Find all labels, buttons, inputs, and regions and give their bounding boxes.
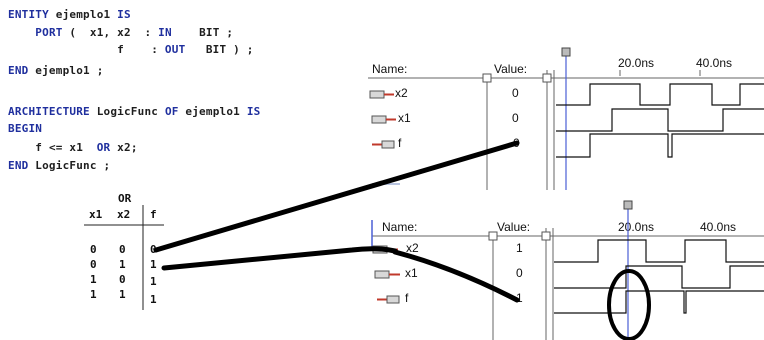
- waveform-x2: [554, 239, 764, 263]
- signal-value-x2: 1: [516, 241, 523, 255]
- code-line-end-arch: END LogicFunc ;: [8, 159, 111, 172]
- time-cursor[interactable]: [561, 47, 571, 190]
- code-line-assign: f <= x1 OR x2;: [35, 141, 138, 154]
- signal-name-x1[interactable]: x1: [405, 266, 418, 280]
- input-pin-icon: [374, 270, 400, 279]
- splitter-handle[interactable]: [542, 73, 552, 83]
- truth-table-header-f: f: [150, 208, 157, 221]
- time-label: 40.0ns: [696, 56, 733, 70]
- time-label: 20.0ns: [618, 220, 655, 234]
- tt-cell: 1: [119, 288, 126, 301]
- highlight-ellipse: [607, 269, 651, 340]
- tt-cell: 1: [150, 258, 157, 271]
- value-column-header: Value:: [497, 220, 531, 234]
- truth-table-header-x1: x1: [89, 208, 103, 221]
- tt-cell: 0: [90, 258, 97, 271]
- signal-value-x1: 0: [512, 111, 519, 125]
- waveform-x2: [556, 83, 764, 106]
- splitter-handle[interactable]: [482, 73, 492, 83]
- truth-table-header-x2: x2: [117, 208, 131, 221]
- tt-cell: 1: [90, 288, 97, 301]
- name-column-header: Name:: [372, 62, 408, 76]
- signal-value-x2: 0: [512, 86, 519, 100]
- output-pin-icon: [372, 140, 395, 149]
- splitter-handle[interactable]: [541, 231, 551, 241]
- input-pin-icon: [369, 90, 394, 99]
- waveform-x1: [554, 265, 764, 289]
- tt-cell: 0: [90, 243, 97, 256]
- name-column-header: Name:: [382, 220, 418, 234]
- time-label: 40.0ns: [700, 220, 737, 234]
- tt-cell: 1: [150, 275, 157, 288]
- splitter-handle[interactable]: [488, 231, 498, 241]
- input-pin-icon: [371, 115, 396, 124]
- signal-value-x1: 0: [516, 266, 523, 280]
- tt-cell: 1: [90, 273, 97, 286]
- tt-cell: 0: [150, 243, 157, 256]
- time-cursor[interactable]: [623, 200, 633, 340]
- tt-cell: 0: [119, 243, 126, 256]
- time-label: 20.0ns: [618, 56, 655, 70]
- signal-value-f: 1: [516, 291, 523, 305]
- code-line-port: PORT ( x1, x2 : IN BIT ;: [35, 26, 234, 39]
- tt-cell: 1: [119, 258, 126, 271]
- code-line-end-entity: END ejemplo1 ;: [8, 64, 104, 77]
- signal-name-x2[interactable]: x2: [395, 86, 408, 100]
- signal-name-f[interactable]: f: [405, 291, 409, 305]
- waveform-x1: [556, 108, 764, 132]
- signal-name-x2[interactable]: x2: [406, 241, 419, 255]
- bottom-panel-frame: [371, 220, 764, 340]
- tt-cell: 0: [119, 273, 126, 286]
- tt-cell: 1: [150, 293, 157, 306]
- output-pin-icon: [377, 295, 400, 304]
- value-column-header: Value:: [494, 62, 528, 76]
- connector-line: [161, 246, 398, 271]
- connector-line: [153, 140, 520, 253]
- signal-name-f[interactable]: f: [398, 136, 402, 150]
- code-line-port-f: f : OUT BIT ) ;: [8, 43, 254, 56]
- waveform-f: [556, 133, 764, 158]
- truth-table-title: OR: [118, 192, 132, 205]
- signal-name-x1[interactable]: x1: [398, 111, 411, 125]
- waveform-f: [554, 290, 764, 314]
- code-line-entity: ENTITY ejemplo1 IS: [8, 8, 131, 21]
- code-line-architecture: ARCHITECTURE LogicFunc OF ejemplo1 IS: [8, 105, 261, 118]
- code-line-begin: BEGIN: [8, 122, 43, 135]
- connector-line: [392, 249, 520, 303]
